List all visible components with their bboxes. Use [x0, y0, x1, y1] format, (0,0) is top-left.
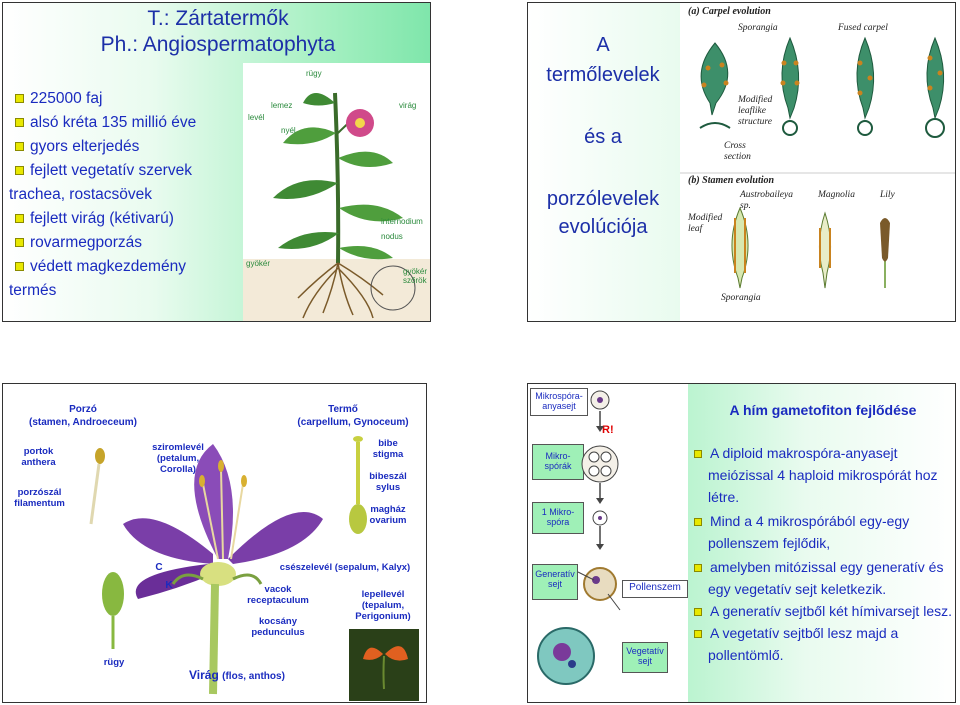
slide4-title: A hím gametofiton fejlődése: [729, 402, 917, 418]
label-carpel-evolution: (a) Carpel evolution: [688, 6, 771, 17]
plant-illustration: [243, 63, 430, 321]
bullet-icon: [15, 238, 24, 248]
list-item: fejlett vegetatív szervek: [15, 159, 245, 183]
slide-flower-anatomy: Porzó (stamen, Androeceum) Termő (carpel…: [2, 383, 427, 703]
list-item: védett magkezdemény: [15, 255, 245, 279]
list-item: A diploid makrospóra-anyasejt meiózissal…: [694, 442, 952, 508]
slide2-line5: evolúciója: [558, 216, 648, 238]
box-1-mikrospora: 1 Mikro-spóra: [532, 502, 584, 534]
label-k: K: [165, 580, 173, 591]
list-item: rovarmegporzás: [15, 231, 245, 255]
slide-title-line2: Ph.: Angiospermatophyta: [100, 33, 336, 56]
label-gyoker: gyökér: [246, 259, 271, 268]
list-item: alsó kréta 135 millió éve: [15, 111, 245, 135]
slide-title-line1: T.: Zártatermők: [147, 7, 289, 30]
label-gyoker-szorok: gyökér szőrök: [403, 267, 428, 285]
label-sziromlevel: sziromlevél (petalum, Corolla): [152, 442, 204, 475]
label-porzo-sub: (stamen, Androeceum): [29, 417, 137, 428]
label-modified-leaflike: Modified leaflike structure: [738, 95, 773, 127]
slide-male-gametophyte: A hím gametofiton fejlődése Mikrospóra-a…: [527, 383, 956, 703]
bullet-icon: [15, 118, 24, 128]
label-lepel: lepellevél (tepalum, Perigonium): [355, 589, 411, 622]
label-level: levél: [248, 113, 265, 122]
list-item: trachea, rostacsövek: [9, 186, 153, 203]
label-nyel: nyél: [281, 126, 296, 135]
list-item: fejlett virág (kétivarú): [15, 207, 245, 231]
slide2-line1: A: [596, 34, 610, 56]
label-csesze: csészelevél (sepalum, Kalyx): [279, 562, 411, 573]
label-termo: Termő: [328, 404, 358, 415]
list-item: 225000 faj: [15, 87, 245, 111]
bullet-icon: [694, 450, 702, 459]
list-item: A generatív sejtből két hímivarsejt lesz…: [694, 600, 952, 622]
box-generativ-sejt: Generatív sejt: [532, 564, 578, 600]
feature-list: 225000 faj alsó kréta 135 millió éve gyo…: [9, 87, 245, 303]
label-sporangia: Sporangia: [738, 23, 778, 33]
flower-caption: Virág (flos, anthos): [189, 668, 285, 682]
bullet-icon: [15, 166, 24, 176]
label-nodus: nodus: [381, 232, 403, 241]
label-stamen-evolution: (b) Stamen evolution: [688, 175, 775, 186]
label-termo-sub: (carpellum, Gynoceum): [297, 417, 409, 428]
slide2-line3: és a: [584, 126, 622, 148]
label-kocsany: kocsány pedunculus: [251, 616, 305, 638]
r-mark: R!: [602, 424, 614, 436]
bullet-icon: [694, 608, 702, 617]
bullet-icon: [694, 564, 702, 573]
label-magnolia: Magnolia: [818, 190, 855, 200]
label-maghaz: magház ovarium: [369, 504, 407, 526]
explanation-list: A diploid makrospóra-anyasejt meiózissal…: [694, 442, 952, 666]
plant-drawing: [243, 92, 430, 321]
label-sporangia-2: Sporangia: [721, 293, 761, 303]
label-austrobaileya: Austrobaileya sp.: [740, 190, 793, 211]
bullet-icon: [15, 214, 24, 224]
slide2-line4: porzólevelek: [546, 188, 660, 210]
label-internodium: internodium: [381, 217, 423, 226]
label-lemez: lemez: [271, 101, 293, 110]
evolution-drawing: [680, 36, 955, 289]
list-item: A vegetatív sejtből lesz majd a pollentö…: [694, 622, 952, 666]
evolution-figure: [680, 3, 955, 321]
list-item: termés: [9, 282, 57, 299]
label-rugy: rügy: [306, 69, 322, 78]
label-bibeszal: bibeszál sylus: [369, 471, 407, 493]
label-porzoszal: porzószál filamentum: [14, 487, 65, 509]
bullet-icon: [694, 630, 702, 639]
label-vacok: vacok receptaculum: [247, 584, 309, 606]
bullet-icon: [15, 262, 24, 272]
label-virag: virág: [399, 101, 417, 110]
bullet-icon: [15, 94, 24, 104]
bullet-icon: [694, 518, 702, 527]
label-bibe: bibe stigma: [372, 438, 404, 460]
label-rugy: rügy: [103, 657, 125, 668]
list-item: Mind a 4 mikrospórából egy-egy pollensze…: [694, 510, 952, 554]
flower-drawing: [89, 436, 419, 701]
label-c: C: [155, 562, 163, 573]
label-porzo: Porzó: [69, 404, 97, 415]
slide-leaf-evolution: A termőlevelek és a porzólevelek evolúci…: [527, 2, 956, 322]
box-vegetativ-sejt: Vegetatív sejt: [622, 642, 668, 673]
slide-angiosperm-overview: T.: Zártatermők Ph.: Angiospermatophyta …: [2, 2, 431, 322]
list-item: gyors elterjedés: [15, 135, 245, 159]
gametophyte-drawing: [537, 390, 621, 685]
label-cross-section: Cross section: [724, 141, 751, 162]
bullet-icon: [15, 142, 24, 152]
box-mikrosporak: Mikro-spórák: [532, 444, 584, 480]
label-lily: Lily: [880, 190, 895, 200]
slide2-line2: termőlevelek: [546, 64, 660, 86]
label-modified-leaf: Modified leaf: [688, 213, 723, 234]
label-portok: portok anthera: [21, 446, 56, 468]
list-item: amelyben mitózissal egy generatív és egy…: [694, 556, 952, 600]
label-fused-carpel: Fused carpel: [838, 23, 888, 33]
box-pollenszem: Pollenszem: [622, 580, 688, 598]
box-mikrospora-anyasejt: Mikrospóra-anyasejt: [530, 388, 588, 416]
